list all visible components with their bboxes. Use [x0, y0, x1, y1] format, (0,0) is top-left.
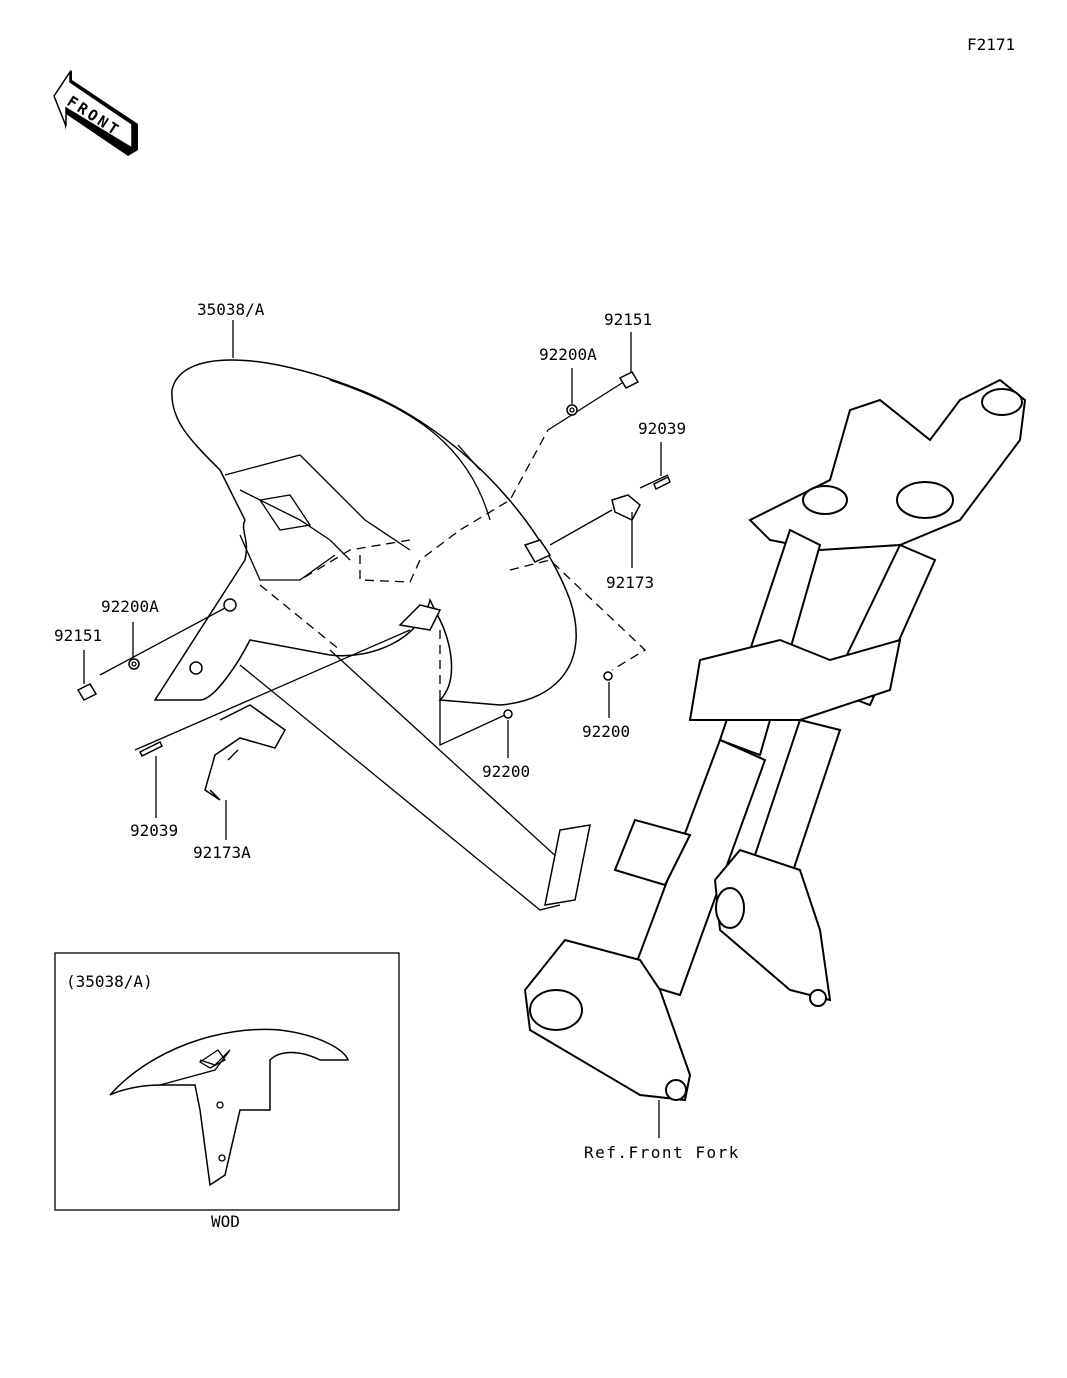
hardware [76, 371, 671, 801]
label-92200-center: 92200 [482, 762, 530, 781]
label-92200-right: 92200 [582, 722, 630, 741]
diagram-id: F2171 [967, 35, 1015, 54]
front-fork [523, 378, 1027, 1102]
label-92173: 92173 [606, 573, 654, 592]
inset-color-code: WOD [211, 1212, 240, 1231]
label-ref-front-fork: Ref.Front Fork [584, 1143, 740, 1162]
front-fender [153, 359, 577, 706]
label-92173a: 92173A [193, 843, 251, 862]
callout-labels: 35038/A 92151 92200A 92039 92173 92200A … [54, 300, 740, 1162]
inset-box: (35038/A) WOD [54, 952, 400, 1231]
label-92151-right: 92151 [604, 310, 652, 329]
label-35038-a: 35038/A [197, 300, 265, 319]
label-92200a-left: 92200A [101, 597, 159, 616]
label-92200a-right: 92200A [539, 345, 597, 364]
front-arrow-logo: FRONT [53, 69, 138, 156]
label-92039-right: 92039 [638, 419, 686, 438]
label-92151-left: 92151 [54, 626, 102, 645]
label-92039-left: 92039 [130, 821, 178, 840]
inset-title: (35038/A) [66, 972, 153, 991]
